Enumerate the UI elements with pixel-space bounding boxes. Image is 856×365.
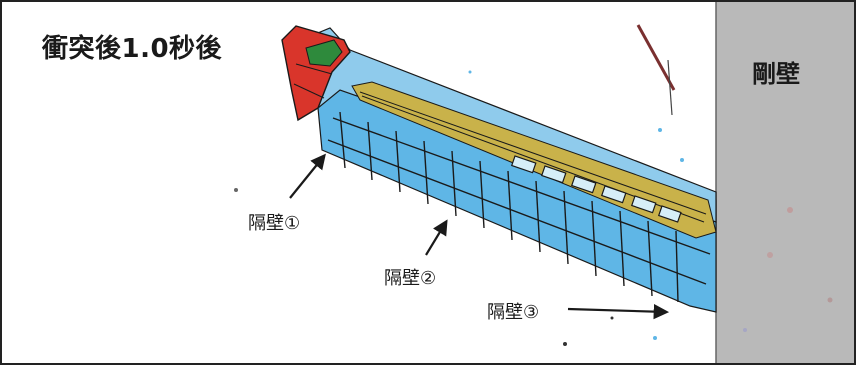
hull-grid xyxy=(327,111,711,303)
bulkhead-3-arrow xyxy=(567,303,670,320)
bulkhead-1-label: 隔壁① xyxy=(248,213,301,234)
ship-deck xyxy=(295,27,717,239)
rigid-wall xyxy=(715,2,854,363)
ship-bow xyxy=(281,25,351,122)
figure-title: 衝突後1.0秒後 xyxy=(42,34,223,64)
bulkhead-2-label: 隔壁② xyxy=(384,268,437,289)
ship-hull xyxy=(317,71,717,313)
bulkhead-1-arrow xyxy=(289,153,326,199)
deck-openings xyxy=(510,155,682,223)
bulkhead-3-label: 隔壁③ xyxy=(487,302,540,323)
bulkhead-2-arrow xyxy=(425,219,448,256)
rigid-wall-label: 剛壁 xyxy=(752,60,800,88)
